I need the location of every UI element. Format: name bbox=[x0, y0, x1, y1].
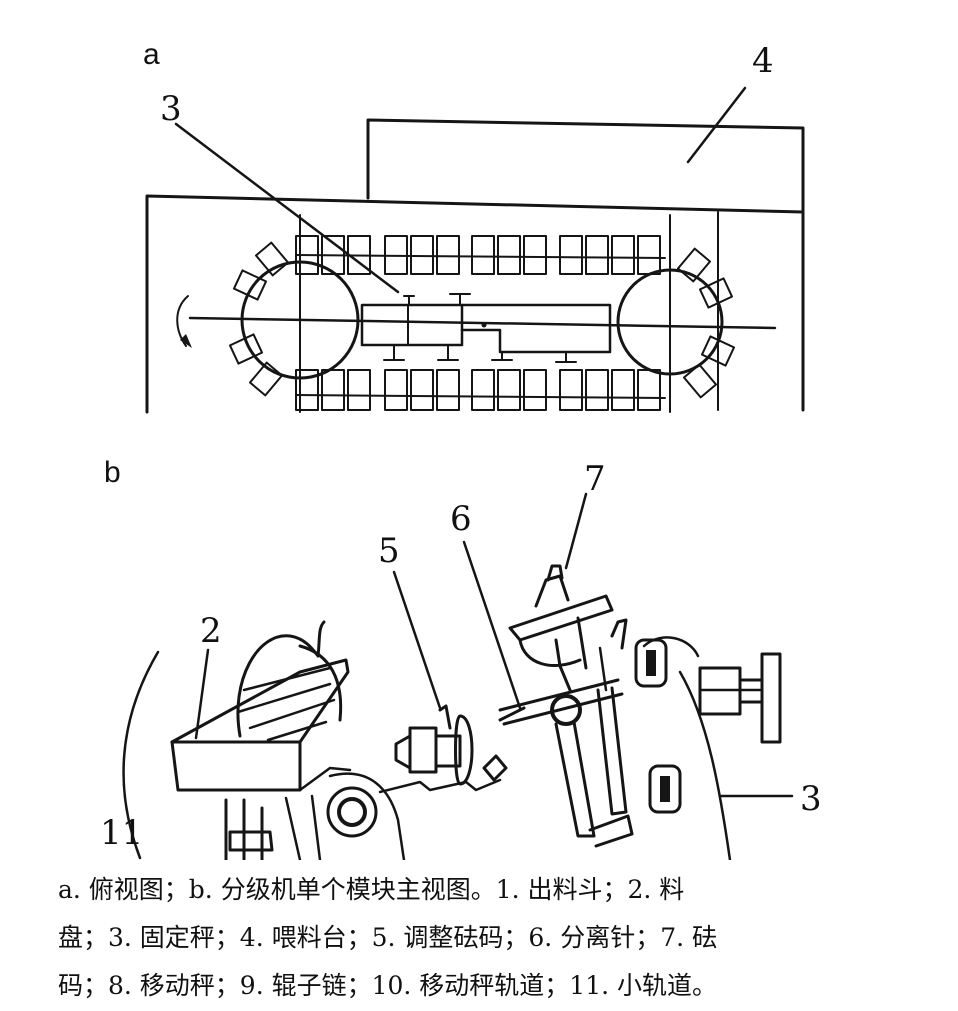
caption-line-2: 盘；3. 固定秤；4. 喂料台；5. 调整砝码；6. 分离针；7. 砝 bbox=[58, 923, 717, 952]
callout-6: 6 bbox=[450, 499, 472, 539]
panel-b-front-view: 11 2 bbox=[100, 459, 822, 860]
chain-cups-bottom-row bbox=[295, 369, 666, 411]
small-track-arc bbox=[122, 650, 160, 860]
fixed-scale-rail bbox=[360, 293, 612, 363]
callout-11: 11 bbox=[100, 813, 143, 853]
weight-arm-assembly bbox=[498, 564, 634, 848]
panel-a-top-view: 3 4 bbox=[145, 41, 805, 414]
chain-cups-top-row bbox=[295, 235, 666, 275]
tray-assembly bbox=[170, 620, 352, 860]
callout-7: 7 bbox=[584, 459, 606, 499]
callout-leader-2 bbox=[194, 648, 210, 740]
callout-3-bottom: 3 bbox=[800, 779, 822, 819]
callout-2: 2 bbox=[200, 611, 222, 651]
panel-b-letter: b bbox=[104, 456, 121, 489]
callout-leader-7 bbox=[564, 492, 588, 570]
callout-5: 5 bbox=[378, 531, 400, 571]
callout-leader-4 bbox=[686, 86, 747, 164]
callout-leader-5 bbox=[392, 570, 442, 710]
callout-leader-6 bbox=[462, 540, 522, 710]
callout-leader-3a bbox=[174, 122, 400, 294]
panel-a-letter: a bbox=[143, 38, 160, 71]
caption-line-1: a. 俯视图；b. 分级机单个模块主视图。1. 出料斗；2. 料 bbox=[58, 875, 685, 904]
caption-line-3: 码；8. 移动秤；9. 辊子链；10. 移动秤轨道；11. 小轨道。 bbox=[58, 971, 718, 1000]
machine-diagram: a bbox=[100, 38, 822, 860]
callout-4: 4 bbox=[752, 41, 774, 81]
adjust-weight-assembly bbox=[378, 704, 526, 794]
callout-3-top: 3 bbox=[160, 89, 182, 129]
figure-caption: a. 俯视图；b. 分级机单个模块主视图。1. 出料斗；2. 料 盘；3. 固定… bbox=[58, 866, 918, 1010]
fixed-scale-weight bbox=[698, 652, 782, 744]
chain-cups-around-sprockets bbox=[228, 241, 736, 399]
